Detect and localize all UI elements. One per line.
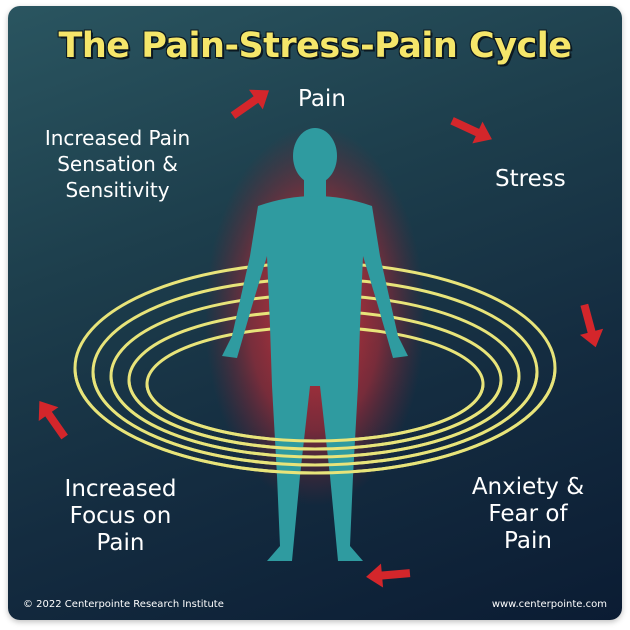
arrow-icon bbox=[230, 89, 270, 119]
stage-focus: Increased Focus on Pain bbox=[48, 476, 193, 557]
stage-sensitivity-line: Sensitivity bbox=[65, 178, 170, 202]
arrow-icon bbox=[450, 117, 492, 144]
stage-focus-line: Increased bbox=[64, 476, 177, 502]
copyright-text: © 2022 Centerpointe Research Institute bbox=[23, 599, 224, 610]
stage-anxiety-line: Pain bbox=[504, 528, 552, 554]
stage-focus-line: Focus on bbox=[69, 503, 172, 529]
arrow-icon bbox=[38, 400, 68, 440]
stage-sensitivity: Increased Pain Sensation & Sensitivity bbox=[30, 125, 205, 203]
stage-stress: Stress bbox=[495, 166, 566, 192]
stage-pain: Pain bbox=[298, 86, 346, 112]
stage-sensitivity-line: Sensation & bbox=[57, 152, 178, 176]
rings-front bbox=[73, 367, 557, 475]
stage-anxiety: Anxiety & Fear of Pain bbox=[458, 474, 598, 555]
arrow-icon bbox=[366, 563, 411, 588]
arrow-icon bbox=[579, 303, 604, 348]
page-title: The Pain-Stress-Pain Cycle bbox=[58, 26, 572, 66]
stage-sensitivity-line: Increased Pain bbox=[44, 126, 191, 150]
cycle-illustration bbox=[38, 89, 604, 588]
stage-anxiety-line: Fear of bbox=[488, 501, 568, 527]
human-figure bbox=[222, 128, 408, 561]
website-link[interactable]: www.centerpointe.com bbox=[491, 599, 607, 610]
stage-anxiety-line: Anxiety & bbox=[471, 474, 585, 500]
stage-focus-line: Pain bbox=[96, 530, 145, 556]
infographic-card: The Pain-Stress-Pain Cycle Pain Stress A… bbox=[8, 6, 622, 620]
